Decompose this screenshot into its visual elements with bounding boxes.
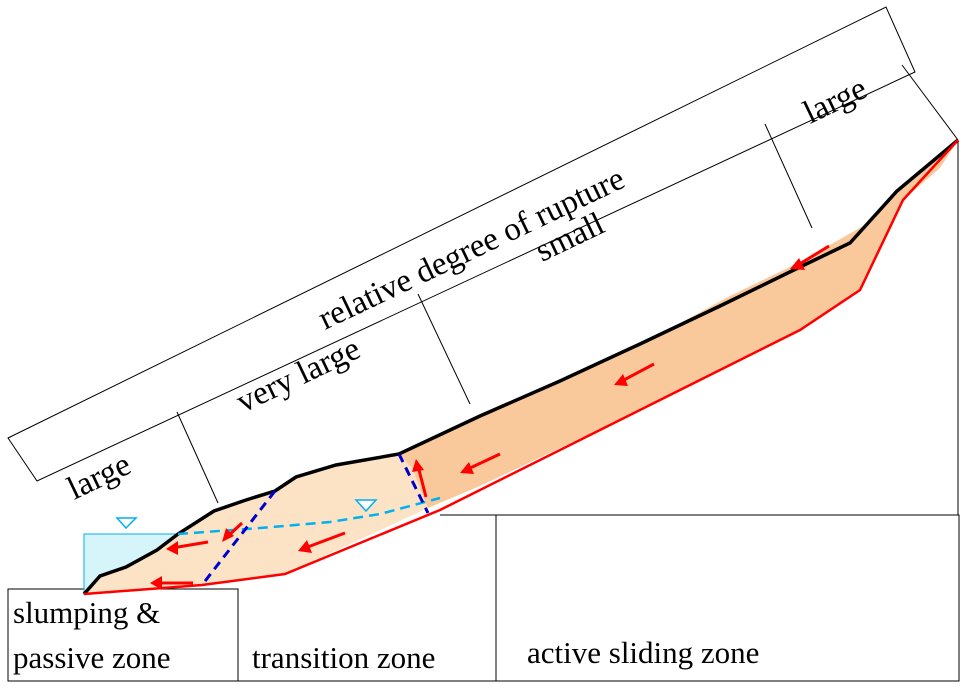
header-band xyxy=(7,6,916,482)
divider-2 xyxy=(417,293,471,405)
arrow-icon xyxy=(166,540,209,555)
sliding-surface xyxy=(83,139,959,596)
degree-label-4: large xyxy=(798,71,872,132)
arrow-icon xyxy=(298,531,346,553)
boundary-transition xyxy=(200,490,277,586)
arrows xyxy=(150,244,830,590)
slumping-zone-label-1: slumping & xyxy=(13,595,160,630)
arrow-icon xyxy=(790,244,830,270)
arrow-icon xyxy=(150,576,193,590)
water-level-icon xyxy=(115,517,138,530)
boundary-active xyxy=(397,453,430,514)
water-level-icon-2 xyxy=(354,499,378,513)
divider-1 xyxy=(176,411,219,504)
arrow-icon xyxy=(614,362,655,386)
arrow-icon xyxy=(460,452,501,474)
slumping-zone-label-2: passive zone xyxy=(13,640,171,675)
active-zone-label: active sliding zone xyxy=(527,635,759,670)
divider-3 xyxy=(764,123,813,229)
landslide-body-lower xyxy=(84,454,428,594)
arrow-icon xyxy=(412,459,428,498)
transition-zone-label: transition zone xyxy=(252,640,435,675)
degree-label-1: large xyxy=(62,447,136,508)
degree-label-2: very large xyxy=(231,331,366,420)
active-zone-box xyxy=(495,514,960,682)
arrow-icon xyxy=(222,521,244,542)
landslide-body-active-fill xyxy=(399,140,958,508)
header-right-line xyxy=(901,64,959,141)
